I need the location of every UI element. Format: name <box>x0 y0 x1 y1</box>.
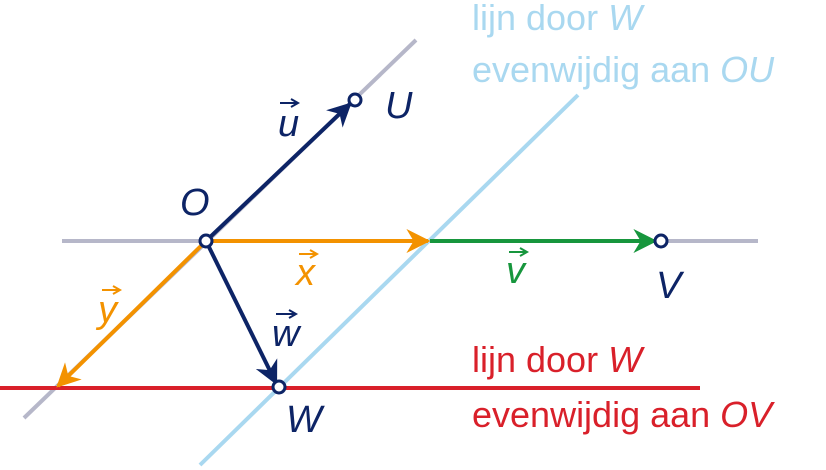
caption-parallel-ov-line-1: lijn door W <box>472 339 645 380</box>
point-u-marker <box>347 92 363 108</box>
caption-parallel-ou-line-1: lijn door W <box>472 0 645 38</box>
vector-y-overarrow-icon <box>102 285 123 295</box>
vector-x-label: x <box>294 252 317 294</box>
parallel-line-ou <box>198 93 580 467</box>
vector-w-label: w <box>272 313 302 355</box>
vector-v-label: v <box>506 250 527 292</box>
vector-w-arrow <box>204 240 278 386</box>
point-o-label: O <box>180 182 210 224</box>
caption-parallel-ou-line-2: evenwijdig aan OU <box>472 49 775 90</box>
vector-u-overarrow-icon <box>280 98 301 108</box>
point-u-label: U <box>385 85 413 127</box>
caption-parallel-ov-line-2: evenwijdig aan OV <box>472 394 775 435</box>
point-v-label: V <box>656 265 685 307</box>
vector-w-overarrow-icon <box>276 309 299 319</box>
point-w-label: W <box>286 399 325 441</box>
point-o-marker <box>198 233 214 249</box>
vector-v-overarrow-icon <box>509 247 530 257</box>
vector-y-label: y <box>95 289 119 331</box>
vector-u-label: u <box>278 103 299 145</box>
point-v-marker <box>653 233 669 249</box>
vector-y-arrow <box>56 239 208 388</box>
vector-x-overarrow-icon <box>299 249 320 259</box>
point-w-marker <box>271 379 287 395</box>
vector-u-arrow <box>204 102 352 243</box>
